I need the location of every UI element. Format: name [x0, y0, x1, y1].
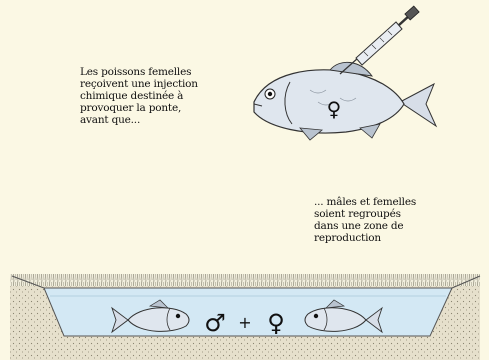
fish-body: [253, 69, 405, 134]
syringe: [339, 5, 420, 75]
fish-dorsal-fin: [329, 61, 374, 77]
pond-fish-left: [111, 299, 190, 334]
fish-anal-fin: [359, 123, 381, 139]
grass-strip: [10, 274, 480, 286]
plus-symbol: +: [238, 313, 251, 332]
fish-tail: [399, 82, 438, 128]
reproduction-pond: [10, 274, 481, 360]
fish-belly-fin: [299, 127, 323, 141]
fish-mouth: [253, 103, 263, 107]
caption-injection: Les poissons femelles reçoivent une inje…: [80, 66, 198, 126]
caption-regroupement: ... mâles et femelles soient regroupés d…: [314, 196, 417, 244]
male-symbol: ♂: [204, 309, 226, 337]
pond-fish-right: [304, 299, 383, 334]
fish-gill: [284, 81, 293, 125]
female-symbol-pond: ♀: [267, 309, 285, 337]
female-symbol-fish: ♀: [327, 97, 342, 121]
injected-female-fish: ♀: [253, 61, 438, 141]
